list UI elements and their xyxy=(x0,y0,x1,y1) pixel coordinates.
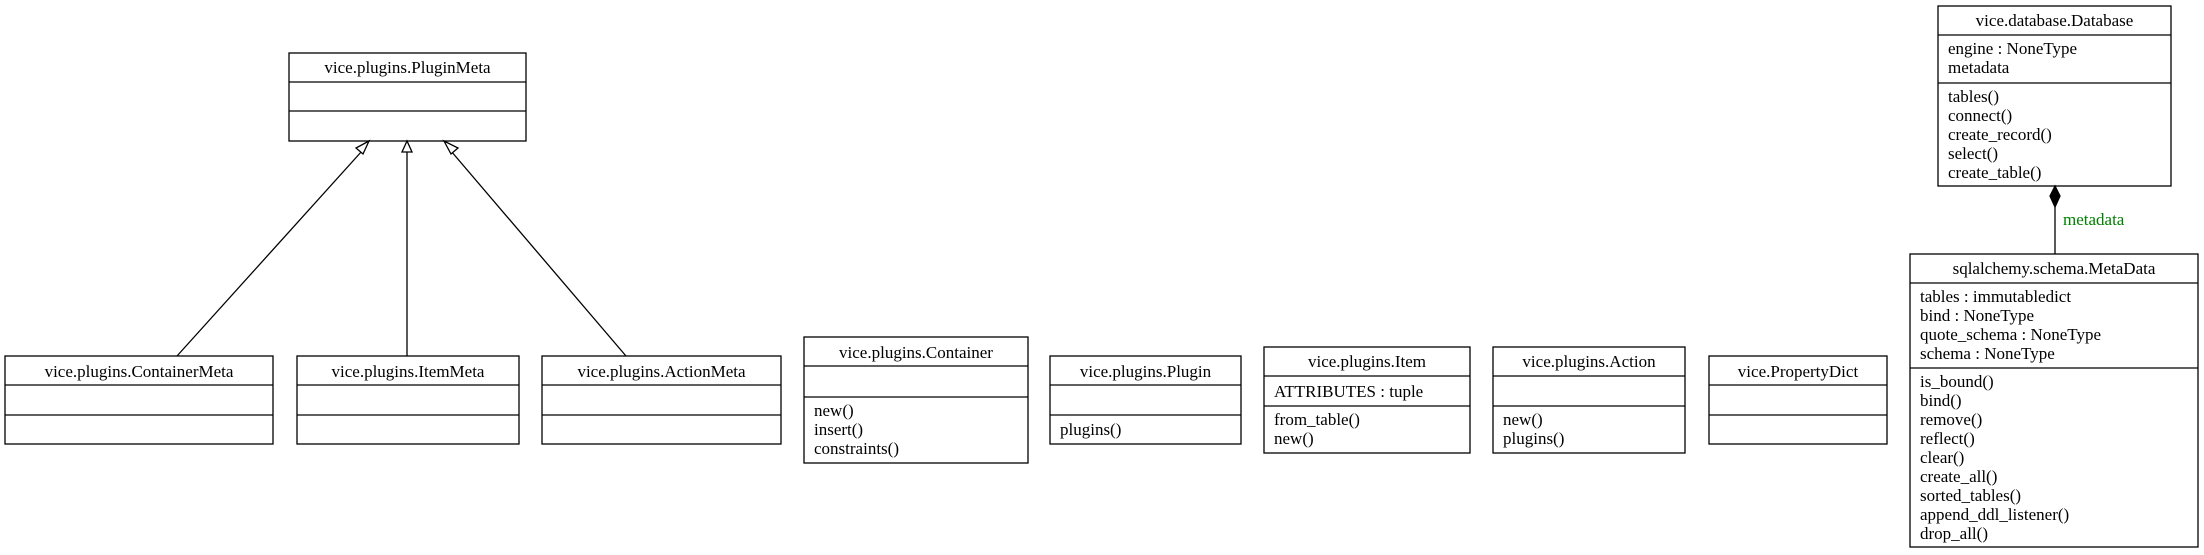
method: insert() xyxy=(814,420,863,439)
inheritance-arrow-icon xyxy=(400,139,414,153)
class-item-meta[interactable]: vice.plugins.ItemMeta xyxy=(296,355,520,445)
method: new() xyxy=(1503,410,1543,429)
method: clear() xyxy=(1920,448,1964,467)
inheritance-action-meta xyxy=(442,139,627,357)
class-property-dict[interactable]: vice.PropertyDict xyxy=(1708,355,1888,445)
class-action[interactable]: vice.plugins.Action new() plugins() xyxy=(1492,346,1686,454)
method: tables() xyxy=(1948,87,1999,106)
association-label: metadata xyxy=(2063,210,2125,229)
class-name: vice.plugins.Item xyxy=(1308,352,1426,371)
method: create_all() xyxy=(1920,467,1997,486)
attribute: engine : NoneType xyxy=(1948,39,2077,58)
inheritance-container-meta xyxy=(176,139,371,357)
attribute: ATTRIBUTES : tuple xyxy=(1274,382,1423,401)
inheritance-arrow-icon xyxy=(442,139,460,156)
method: is_bound() xyxy=(1920,372,1994,391)
method: drop_all() xyxy=(1920,524,1988,543)
class-database[interactable]: vice.database.Database engine : NoneType… xyxy=(1937,5,2172,187)
method: new() xyxy=(1274,429,1314,448)
method: plugins() xyxy=(1503,429,1564,448)
inheritance-arrow-icon xyxy=(354,139,371,156)
method: create_record() xyxy=(1948,125,2052,144)
method: bind() xyxy=(1920,391,1962,410)
method: sorted_tables() xyxy=(1920,486,2021,505)
class-name: vice.PropertyDict xyxy=(1738,362,1859,381)
class-container[interactable]: vice.plugins.Container new() insert() co… xyxy=(803,336,1029,464)
method: select() xyxy=(1948,144,1998,163)
class-name: vice.plugins.Container xyxy=(839,343,993,362)
class-plugin[interactable]: vice.plugins.Plugin plugins() xyxy=(1049,355,1242,445)
relations: metadata xyxy=(176,139,2125,357)
class-container-meta[interactable]: vice.plugins.ContainerMeta xyxy=(4,355,274,445)
class-metadata[interactable]: sqlalchemy.schema.MetaData tables : immu… xyxy=(1909,253,2199,548)
method: connect() xyxy=(1948,106,2012,125)
class-name: vice.plugins.ContainerMeta xyxy=(45,362,234,381)
class-name: sqlalchemy.schema.MetaData xyxy=(1953,259,2156,278)
method: constraints() xyxy=(814,439,899,458)
method: reflect() xyxy=(1920,429,1975,448)
class-name: vice.plugins.ItemMeta xyxy=(332,362,485,381)
inheritance-item-meta xyxy=(400,139,414,356)
method: new() xyxy=(814,401,854,420)
class-name: vice.plugins.Action xyxy=(1522,352,1656,371)
class-name: vice.plugins.ActionMeta xyxy=(577,362,746,381)
method: from_table() xyxy=(1274,410,1360,429)
attribute: schema : NoneType xyxy=(1920,344,2055,363)
class-name: vice.plugins.Plugin xyxy=(1080,362,1212,381)
class-action-meta[interactable]: vice.plugins.ActionMeta xyxy=(541,355,782,445)
method: remove() xyxy=(1920,410,1982,429)
attribute: quote_schema : NoneType xyxy=(1920,325,2101,344)
attribute: bind : NoneType xyxy=(1920,306,2034,325)
method: append_ddl_listener() xyxy=(1920,505,2069,524)
class-name: vice.database.Database xyxy=(1976,11,2134,30)
class-plugin-meta[interactable]: vice.plugins.PluginMeta xyxy=(288,52,527,142)
composition-metadata: metadata xyxy=(2049,184,2125,254)
method: create_table() xyxy=(1948,163,2041,182)
attribute: tables : immutabledict xyxy=(1920,287,2071,306)
attribute: metadata xyxy=(1948,58,2010,77)
method: plugins() xyxy=(1060,420,1121,439)
class-name: vice.plugins.PluginMeta xyxy=(324,58,491,77)
composition-diamond-icon xyxy=(2049,184,2061,209)
class-item[interactable]: vice.plugins.Item ATTRIBUTES : tuple fro… xyxy=(1263,346,1471,454)
